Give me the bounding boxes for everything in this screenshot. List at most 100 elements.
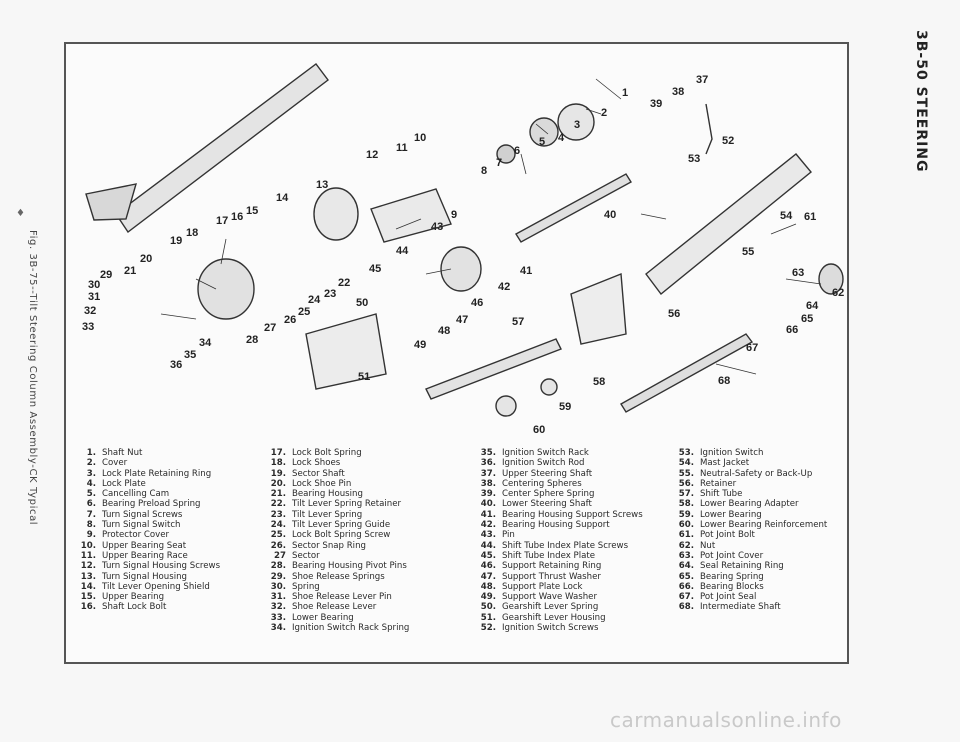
- legend-item-label: Upper Steering Shaft: [502, 468, 593, 479]
- legend-item: 23.Tilt Lever Spring: [268, 510, 409, 520]
- legend-item-label: Spring: [292, 581, 320, 592]
- callout-number: 1: [622, 87, 628, 99]
- legend-item-label: Bearing Preload Spring: [102, 499, 201, 510]
- legend-item: 57.Shift Tube: [676, 489, 827, 499]
- legend-item: 34.Ignition Switch Rack Spring: [268, 623, 410, 634]
- legend-item-number: 24.: [270, 520, 286, 531]
- callout-number: 15: [246, 205, 258, 217]
- legend-item-label: Shaft Nut: [102, 448, 143, 458]
- callout-number: 30: [88, 279, 100, 291]
- legend-item-number: 22.: [270, 499, 286, 510]
- legend-item: 63.Pot Joint Cover: [676, 551, 827, 561]
- legend-item-number: 27: [274, 550, 286, 561]
- callout-number: 65: [801, 313, 813, 325]
- callout-number: 2: [601, 107, 607, 119]
- legend-item-number: 5.: [86, 489, 96, 500]
- legend-item-label: Center Sphere Spring: [502, 489, 595, 500]
- legend-item-label: Support Wave Washer: [502, 592, 597, 603]
- callout-number: 31: [88, 291, 100, 303]
- diagram-parts: [85, 63, 844, 417]
- legend-item-number: 45.: [480, 550, 496, 561]
- legend-item: 10.Upper Bearing Seat: [78, 541, 220, 551]
- legend-item: 32.Shoe Release Lever: [268, 602, 409, 612]
- legend-item-number: 30.: [270, 581, 286, 592]
- legend-item-number: 54.: [678, 458, 694, 469]
- legend-item-number: 62.: [678, 540, 694, 551]
- mast-jacket-part: [645, 153, 812, 296]
- legend-item-label: Bearing Housing: [292, 489, 363, 500]
- legend-item: 14.Tilt Lever Opening Shield: [78, 582, 220, 592]
- legend-item: 6.Bearing Preload Spring: [78, 499, 220, 509]
- legend-item-number: 60.: [678, 520, 694, 531]
- legend-item: 53.Ignition Switch: [676, 448, 827, 458]
- callout-number: 57: [512, 316, 524, 328]
- legend-item-label: Turn Signal Housing Screws: [102, 561, 221, 572]
- legend-item: 20.Lock Shoe Pin: [268, 479, 409, 489]
- leader-lines: [160, 78, 822, 375]
- legend-item-number: 46.: [480, 561, 496, 572]
- legend-item-label: Shaft Lock Bolt: [102, 602, 167, 613]
- callout-number: 47: [456, 314, 468, 326]
- cancelling-cam-part: [496, 144, 516, 164]
- legend-item-number: 29.: [270, 571, 286, 582]
- legend-item-label: Mast Jacket: [700, 458, 750, 469]
- legend-item-number: 25.: [270, 530, 286, 541]
- callout-number: 54: [780, 210, 793, 222]
- legend-item-number: 34.: [270, 623, 286, 634]
- callout-number: 38: [672, 86, 684, 98]
- legend-item-number: 8.: [86, 520, 96, 531]
- legend-item: 33.Lower Bearing: [268, 613, 409, 623]
- page-header: 3B-50 STEERING: [905, 30, 933, 180]
- legend-item-label: Shoe Release Lever Pin: [292, 592, 392, 603]
- legend-item: 44.Shift Tube Index Plate Screws: [478, 541, 643, 551]
- legend-item-label: Lock Bolt Spring: [292, 448, 362, 458]
- callout-number: 29: [100, 269, 112, 281]
- legend-item-label: Turn Signal Housing: [102, 571, 188, 582]
- legend-item-number: 61.: [678, 530, 694, 541]
- legend-item-number: 7.: [86, 509, 96, 520]
- legend-item: 29.Shoe Release Springs: [268, 572, 409, 582]
- callout-number: 44: [396, 245, 409, 257]
- legend-item-label: Lock Plate: [102, 478, 146, 489]
- callout-number: 6: [514, 145, 520, 157]
- legend-item-label: Shoe Release Lever: [292, 602, 377, 613]
- legend-item-label: Lower Steering Shaft: [502, 499, 592, 510]
- legend-item-label: Support Thrust Washer: [502, 571, 601, 582]
- legend-item: 41.Bearing Housing Support Screws: [478, 510, 643, 520]
- legend-item-label: Turn Signal Screws: [102, 509, 183, 520]
- callout-number: 61: [804, 211, 816, 223]
- callout-number: 18: [186, 227, 198, 239]
- legend-item: 4.Lock Plate: [78, 479, 220, 489]
- callout-number: 67: [746, 342, 758, 354]
- callout-number: 45: [369, 263, 381, 275]
- callout-number: 22: [338, 277, 350, 289]
- legend-item-label: Bearing Housing Support: [502, 520, 610, 531]
- callout-number: 48: [438, 325, 450, 337]
- legend-item: 48.Support Plate Lock: [478, 582, 643, 592]
- legend-item: 62.Nut: [676, 541, 827, 551]
- legend-item-label: Lock Shoes: [292, 458, 341, 469]
- lower-bearing-adapter-part: [540, 378, 558, 396]
- legend-item-number: 64.: [678, 561, 694, 572]
- legend-item-label: Shift Tube Index Plate Screws: [502, 540, 629, 551]
- callout-number: 9: [451, 209, 457, 221]
- lower-bearing-part: [495, 395, 517, 417]
- legend-item-number: 36.: [480, 458, 496, 469]
- legend-item: 12.Turn Signal Housing Screws: [78, 561, 220, 571]
- callout-number: 26: [284, 314, 296, 326]
- callout-number: 56: [668, 308, 680, 320]
- legend-item-label: Cancelling Cam: [102, 489, 170, 500]
- legend-item-label: Lower Bearing: [700, 509, 762, 520]
- exploded-diagram: 1234567891011121314151617181920212223242…: [82, 63, 844, 436]
- legend-item-number: 38.: [480, 478, 496, 489]
- legend-item-number: 17.: [270, 448, 286, 458]
- legend-item-number: 51.: [480, 612, 496, 623]
- legend-item: 30. Spring: [268, 582, 409, 592]
- legend-item-number: 65.: [678, 571, 694, 582]
- legend-item-label: Lower Bearing Adapter: [700, 499, 799, 510]
- legend-item: 11.Upper Bearing Race: [78, 551, 220, 561]
- legend-item: 15.Upper Bearing: [78, 592, 220, 602]
- legend-item: 18.Lock Shoes: [268, 458, 409, 468]
- legend-item-label: Intermediate Shaft: [700, 602, 781, 613]
